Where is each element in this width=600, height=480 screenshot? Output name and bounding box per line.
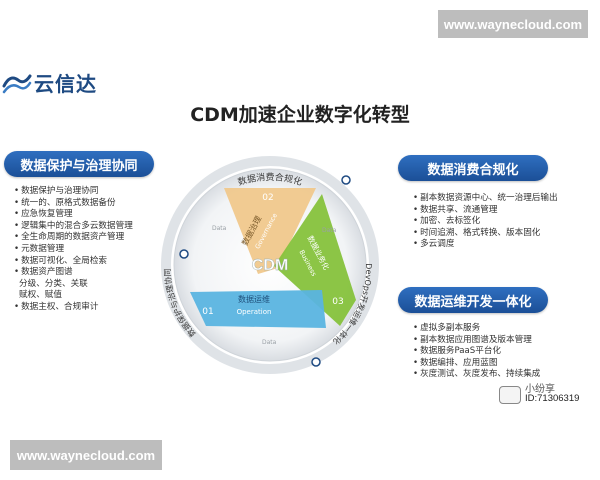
list-item: 全生命周期的数据资产管理 [14,232,133,244]
data-label-left: Data [212,225,227,232]
left-panel-list: 数据保护与治理协同统一的、原格式数据备份应急恢复管理逻辑集中的混合多云数据管理全… [14,186,133,314]
left-panel-heading: 数据保护与治理协同 [4,151,154,177]
watermark-id: ID:71306319 [525,393,580,404]
segment-operation-num: 01 [202,307,213,317]
data-label-bottom: Data [262,339,277,346]
page-title: CDM加速企业数字化转型 [190,104,410,126]
website-url-bottom: www.waynecloud.com [10,440,162,470]
list-item: 应急恢复管理 [14,209,133,221]
list-item: 多云调度 [413,239,558,251]
list-item: 数据保护与治理协同 [14,186,133,198]
list-item: 数据共享、流通管理 [413,205,558,217]
right-top-panel-heading: 数据消费合规化 [398,155,548,181]
list-item: 元数据管理 [14,244,133,256]
list-item: 分级、分类、关联 [19,278,88,289]
right-bottom-panel-list: 虚拟多副本服务副本数据应用图谱及版本管理数据服务PaaS平台化数据编排、应用蓝图… [413,323,540,381]
connector-dot-bottom-right [311,357,321,367]
list-item: 加密、去标签化 [413,216,558,228]
data-label-right: Data [322,227,337,234]
list-item: 虚拟多副本服务 [413,323,540,335]
right-top-panel-list: 副本数据资源中心、统一治理后输出数据共享、流通管理加密、去标签化时间追溯、格式转… [413,193,558,251]
right-bottom-panel-heading: 数据运维开发一体化 [398,287,548,313]
watermark-icon [499,386,521,404]
watermark-name: 小纷享 [525,384,555,395]
center-label: CDM [252,257,288,274]
connector-dot-top-right [341,175,351,185]
segment-operation [190,290,326,328]
list-item: 逻辑集中的混合多云数据管理 [14,221,133,233]
list-item: 时间追溯、格式转换、版本固化 [413,228,558,240]
list-item: 数据主权、合规审计 [14,302,133,314]
list-item: 灰度测试、灰度发布、持续集成 [413,369,540,381]
list-item: 赋权、赋值 [19,290,62,301]
segment-governance-num: 02 [262,193,273,203]
list-item: 数据可视化、全局检索 [14,256,133,268]
list-item: 副本数据资源中心、统一治理后输出 [413,193,558,205]
outer-arc-top-label: 数据消费合规化 [236,171,303,188]
list-item: 数据编排、应用蓝图 [413,358,540,370]
cdm-cycle-diagram: CDM 02 数据治理 Governance 03 数据业务化 Business… [161,156,379,374]
segment-operation-cn: 数据运维 [238,294,270,304]
connector-dot-left [179,249,189,259]
outer-ring [161,156,379,374]
segment-business-num: 03 [332,297,343,307]
list-item: 统一的、原格式数据备份 [14,198,133,210]
list-item: 数据资产图谱 [14,267,133,279]
list-item: 数据服务PaaS平台化 [413,346,540,358]
segment-operation-en: Operation [237,308,272,316]
segment-governance [224,188,316,274]
wave-logo-icon [2,74,32,94]
author-watermark: 小纷享 ID:71306319 [499,380,591,410]
website-url-top: www.waynecloud.com [438,10,588,38]
list-item: 副本数据应用图谱及版本管理 [413,335,540,347]
segment-business [274,194,356,326]
company-logo: 云信达 [2,66,122,102]
logo-brand-text: 云信达 [34,72,97,96]
